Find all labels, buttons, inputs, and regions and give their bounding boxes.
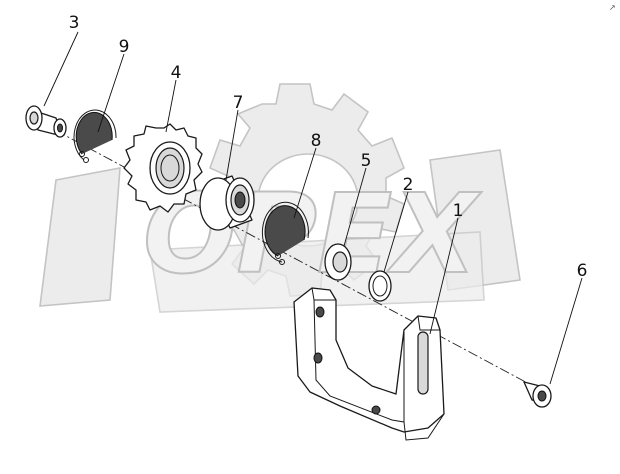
leader-9 xyxy=(97,53,125,133)
callout-6: 6 xyxy=(577,261,588,281)
part-4-sprocket xyxy=(123,123,203,213)
leader-lines xyxy=(43,31,583,385)
callout-9: 9 xyxy=(119,37,130,57)
part-9-retaining-ring xyxy=(73,109,117,163)
part-5-washer xyxy=(324,243,352,281)
callout-8: 8 xyxy=(311,131,322,151)
part-7-bearing xyxy=(199,175,255,231)
leader-6 xyxy=(549,277,583,385)
callout-2: 2 xyxy=(403,175,414,195)
corner-mark: ↗ xyxy=(609,3,616,12)
watermark-gear xyxy=(39,83,521,313)
watermark-brand-text: OPEX xyxy=(143,170,482,298)
leader-5 xyxy=(343,167,367,247)
callout-7: 7 xyxy=(233,93,244,113)
callout-4: 4 xyxy=(171,63,182,83)
leader-4 xyxy=(165,79,177,133)
part-1-bracket xyxy=(293,287,445,441)
callout-labels: 3 9 4 7 8 5 2 1 6 xyxy=(69,13,588,281)
leader-8 xyxy=(293,147,317,219)
leader-1 xyxy=(429,217,459,335)
part-3-bushing xyxy=(25,105,67,138)
part-2-ring xyxy=(368,270,392,302)
part-8-circlip xyxy=(261,201,309,265)
leader-3 xyxy=(43,31,79,107)
leader-7 xyxy=(225,109,239,181)
callout-5: 5 xyxy=(361,151,372,171)
callout-1: 1 xyxy=(453,201,464,221)
leader-2 xyxy=(383,191,409,273)
callout-3: 3 xyxy=(69,13,80,33)
part-6-screw xyxy=(523,381,552,408)
